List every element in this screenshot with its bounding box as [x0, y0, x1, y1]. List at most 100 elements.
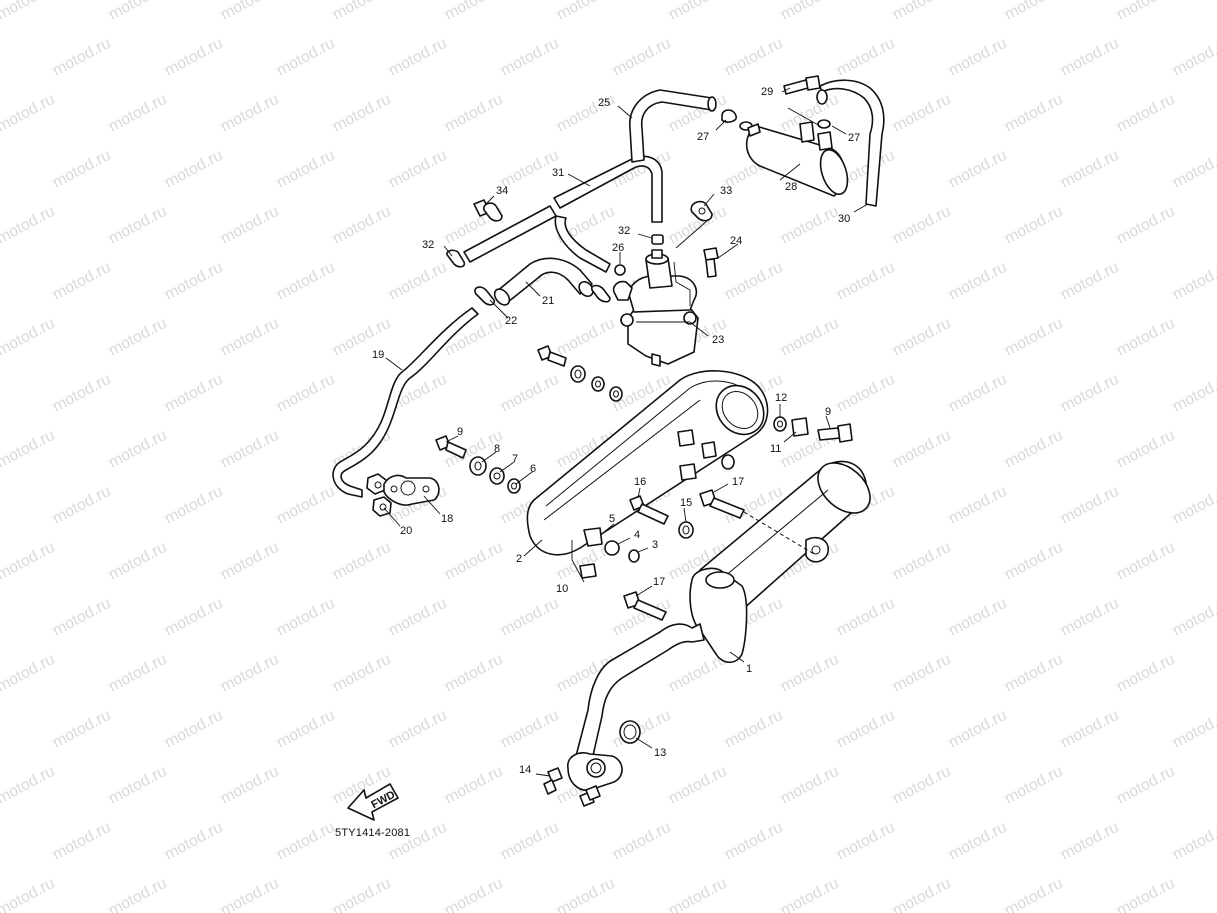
- watermark-text: motod.ru: [722, 259, 786, 304]
- callout-4: 4: [634, 529, 640, 541]
- callout-5: 5: [609, 513, 615, 525]
- watermark-text: motod.ru: [890, 539, 954, 584]
- callout-21: 21: [542, 295, 554, 307]
- watermark-text: motod.ru: [218, 203, 282, 248]
- watermark-text: motod.ru: [1170, 595, 1217, 640]
- watermark-text: motod.ru: [610, 35, 674, 80]
- watermark-text: motod.ru: [946, 707, 1010, 752]
- fwd-label: FWD: [369, 789, 397, 811]
- watermark-text: motod.ru: [162, 707, 226, 752]
- watermark-text: motod.ru: [834, 35, 898, 80]
- watermark-text: motod.ru: [890, 651, 954, 696]
- watermark-text: motod.ru: [834, 819, 898, 864]
- watermark-text: motod.ru: [1058, 259, 1122, 304]
- watermark-text: motod.ru: [666, 875, 730, 913]
- watermark-text: motod.ru: [0, 651, 58, 696]
- callout-19: 19: [372, 349, 384, 361]
- watermark-text: motod.ru: [50, 147, 114, 192]
- watermark-text: motod.ru: [1002, 539, 1066, 584]
- watermark-text: motod.ru: [554, 0, 618, 24]
- watermark-text: motod.ru: [218, 875, 282, 913]
- bolt-24: [703, 247, 719, 278]
- watermark-text: motod.ru: [386, 35, 450, 80]
- watermark-text: motod.ru: [106, 651, 170, 696]
- watermark-text: motod.ru: [330, 651, 394, 696]
- callout-32: 32: [422, 239, 434, 251]
- watermark-text: motod.ru: [106, 539, 170, 584]
- watermark-text: motod.ru: [1002, 203, 1066, 248]
- filter-28: [745, 121, 849, 197]
- watermark-text: motod.ru: [0, 539, 58, 584]
- watermark-text: motod.ru: [1058, 371, 1122, 416]
- watermark-text: motod.ru: [890, 0, 954, 24]
- watermark-text: motod.ru: [386, 147, 450, 192]
- watermark-text: motod.ru: [946, 35, 1010, 80]
- watermark-text: motod.ru: [890, 203, 954, 248]
- hardware-right: [773, 416, 853, 443]
- watermark-text: motod.ru: [554, 875, 618, 913]
- watermark-text: motod.ru: [1114, 315, 1178, 360]
- watermark-text: motod.ru: [1170, 259, 1217, 304]
- callout-13: 13: [654, 747, 666, 759]
- watermark-text: motod.ru: [0, 203, 58, 248]
- watermark-text: motod.ru: [1170, 819, 1217, 864]
- watermark-text: motod.ru: [1170, 483, 1217, 528]
- gasket-13: [619, 720, 641, 744]
- watermark-text: motod.ru: [106, 0, 170, 24]
- watermark-text: motod.ru: [778, 203, 842, 248]
- watermark-text: motod.ru: [50, 259, 114, 304]
- watermark-text: motod.ru: [1002, 0, 1066, 24]
- watermark-text: motod.ru: [890, 875, 954, 913]
- watermark-text: motod.ru: [442, 875, 506, 913]
- watermark-text: motod.ru: [0, 315, 58, 360]
- air-valve-23: [612, 249, 699, 367]
- watermark-text: motod.ru: [274, 595, 338, 640]
- callout-33: 33: [720, 185, 732, 197]
- watermark-text: motod.ru: [0, 259, 2, 304]
- callout-11: 11: [770, 443, 781, 455]
- watermark-text: motod.ru: [162, 259, 226, 304]
- watermark-text: motod.ru: [498, 819, 562, 864]
- watermark-text: motod.ru: [274, 259, 338, 304]
- watermark-text: motod.ru: [1114, 203, 1178, 248]
- watermark-text: motod.ru: [1058, 147, 1122, 192]
- callout-8: 8: [494, 443, 500, 455]
- watermark-text: motod.ru: [946, 819, 1010, 864]
- watermark-text: motod.ru: [442, 0, 506, 24]
- watermark-text: motod.ru: [1002, 651, 1066, 696]
- watermark-text: motod.ru: [946, 259, 1010, 304]
- callout-27: 27: [697, 131, 709, 143]
- watermark-text: motod.ru: [1170, 35, 1217, 80]
- watermark-text: motod.ru: [386, 259, 450, 304]
- callout-9: 9: [457, 426, 463, 438]
- watermark-text: motod.ru: [106, 91, 170, 136]
- watermark-text: motod.ru: [386, 595, 450, 640]
- watermark-text: motod.ru: [0, 595, 2, 640]
- watermark-text: motod.ru: [106, 763, 170, 808]
- watermark-text: motod.ru: [0, 371, 2, 416]
- callout-3: 3: [652, 539, 658, 551]
- callout-24: 24: [730, 235, 742, 247]
- watermark-text: motod.ru: [386, 707, 450, 752]
- watermark-text: motod.ru: [218, 315, 282, 360]
- watermark-text: motod.ru: [610, 819, 674, 864]
- hose-25: [629, 89, 717, 163]
- watermark-text: motod.ru: [0, 147, 2, 192]
- watermark-text: motod.ru: [0, 875, 58, 913]
- hose-21: [493, 257, 594, 306]
- watermark-text: motod.ru: [218, 91, 282, 136]
- watermark-text: motod.ru: [1114, 651, 1178, 696]
- watermark-text: motod.ru: [330, 875, 394, 913]
- washers-upper: [570, 365, 623, 402]
- watermark-text: motod.ru: [274, 35, 338, 80]
- watermark-text: motod.ru: [610, 707, 674, 752]
- watermark-text: motod.ru: [498, 595, 562, 640]
- muffler-1: [575, 460, 871, 761]
- watermark-text: motod.ru: [50, 483, 114, 528]
- callout-28: 28: [785, 181, 797, 193]
- watermark-text: motod.ru: [218, 651, 282, 696]
- watermark-text: motod.ru: [330, 91, 394, 136]
- watermark-text: motod.ru: [386, 819, 450, 864]
- watermark-text: motod.ru: [946, 147, 1010, 192]
- watermark-text: motod.ru: [1002, 91, 1066, 136]
